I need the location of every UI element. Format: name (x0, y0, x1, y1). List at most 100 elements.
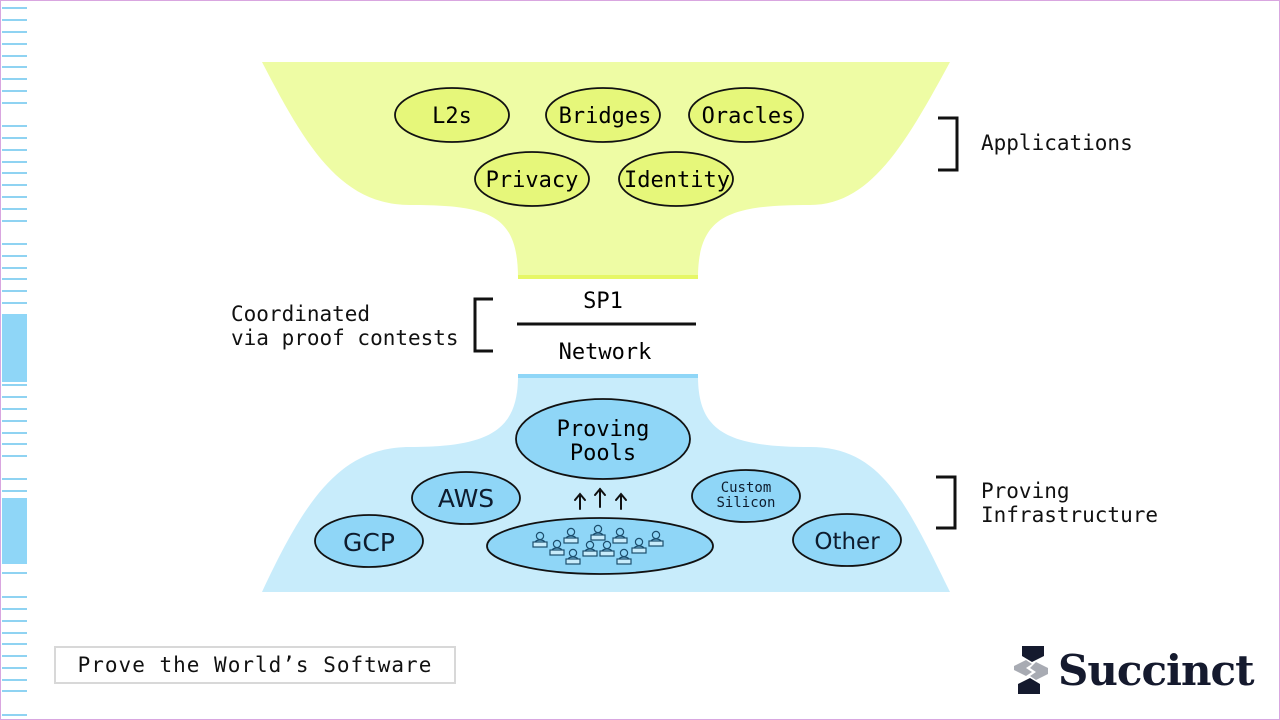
network-title-top: SP1 (583, 289, 623, 314)
app-node-oracles[interactable]: Oracles (688, 87, 804, 143)
ruler-highlight (2, 498, 27, 564)
ruler-tick (2, 643, 27, 645)
succinct-logo[interactable]: Succinct (1012, 644, 1254, 696)
ruler-tick (2, 267, 27, 269)
ruler-tick (2, 690, 27, 692)
prover-person-icon (648, 530, 664, 547)
app-node-l2s[interactable]: L2s (394, 87, 510, 143)
ruler-tick (2, 90, 27, 92)
prover-person-icon (582, 540, 598, 557)
side-ruler (2, 0, 28, 720)
network-title-bottom: Network (559, 340, 652, 365)
ruler-tick (2, 161, 27, 163)
app-node-label: Privacy (486, 168, 579, 193)
ruler-tick (2, 620, 27, 622)
infrastructure-label-1: Proving (981, 479, 1070, 503)
ruler-tick (2, 137, 27, 139)
app-node-identity[interactable]: Identity (618, 151, 734, 207)
ruler-tick (2, 31, 27, 33)
ruler-tick (2, 184, 27, 186)
infra-node-label: Other (814, 529, 880, 555)
ruler-tick (2, 102, 27, 104)
ruler-tick (2, 596, 27, 598)
network-bracket (473, 297, 493, 353)
infrastructure-bracket (936, 475, 957, 530)
ruler-tick (2, 125, 27, 127)
app-node-label: Oracles (702, 104, 795, 129)
app-node-label: Bridges (559, 104, 652, 129)
ruler-tick (2, 572, 27, 574)
ruler-tick (2, 655, 27, 657)
proving-pools-label-2: Pools (570, 441, 636, 466)
prover-person-icon (565, 548, 581, 565)
custom-silicon-label-1: Custom (721, 480, 772, 496)
ruler-tick (2, 420, 27, 422)
ruler-tick (2, 667, 27, 669)
applications-label: Applications (981, 131, 1133, 155)
ruler-tick (2, 714, 27, 716)
ruler-tick (2, 7, 27, 9)
proving-pools-label-1: Proving (557, 417, 650, 442)
ruler-tick (2, 478, 27, 480)
arrow-up-icon (574, 492, 586, 510)
ruler-tick (2, 19, 27, 21)
ruler-tick (2, 172, 27, 174)
ruler-tick (2, 679, 27, 681)
prover-person-icon (616, 548, 632, 565)
ruler-tick (2, 455, 27, 457)
app-node-label: Identity (624, 168, 730, 193)
infra-node-custom-silicon[interactable]: Custom Silicon (691, 469, 801, 523)
proving-pools-node[interactable]: Proving Pools (515, 398, 691, 480)
infra-node-gcp[interactable]: GCP (314, 514, 424, 568)
prover-person-icon (599, 540, 615, 557)
prover-person-icon (612, 527, 628, 544)
infra-node-other[interactable]: Other (792, 513, 902, 567)
tagline-text: Prove the World’s Software (77, 653, 433, 677)
infra-node-label: GCP (343, 528, 395, 557)
infrastructure-funnel (262, 376, 950, 592)
prover-crowd (532, 524, 664, 565)
ruler-tick (2, 149, 27, 151)
ruler-tick (2, 278, 27, 280)
prover-person-icon (631, 537, 647, 554)
ruler-tick (2, 220, 27, 222)
network-side-label-2: via proof contests (231, 326, 459, 350)
prover-person-icon (563, 527, 579, 544)
ruler-tick (2, 55, 27, 57)
ruler-tick (2, 432, 27, 434)
prover-person-icon (590, 524, 606, 541)
infra-node-aws[interactable]: AWS (411, 471, 521, 525)
prover-person-icon (549, 539, 565, 556)
provers-node[interactable] (486, 517, 714, 575)
ruler-tick (2, 208, 27, 210)
ruler-tick (2, 66, 27, 68)
custom-silicon-label-2: Silicon (716, 495, 775, 511)
ruler-highlight (2, 314, 27, 382)
succinct-logo-icon (1014, 646, 1048, 694)
prover-person-icon (532, 531, 548, 548)
ruler-tick (2, 196, 27, 198)
app-node-bridges[interactable]: Bridges (545, 87, 661, 143)
network-side-label-1: Coordinated (231, 302, 371, 326)
ruler-tick (2, 384, 27, 386)
arrow-up-icon (615, 492, 627, 510)
ruler-tick (2, 243, 27, 245)
arrow-up-icon (594, 487, 606, 508)
infra-node-label: AWS (438, 484, 494, 513)
applications-bracket (938, 116, 959, 172)
infrastructure-funnel-neck (518, 374, 698, 378)
ruler-tick (2, 608, 27, 610)
ruler-tick (2, 396, 27, 398)
ruler-tick (2, 290, 27, 292)
app-node-privacy[interactable]: Privacy (474, 151, 590, 207)
applications-funnel-neck (518, 275, 698, 279)
ruler-tick (2, 408, 27, 410)
infrastructure-label-2: Infrastructure (981, 503, 1159, 527)
app-node-label: L2s (432, 104, 472, 129)
ruler-tick (2, 78, 27, 80)
ruler-tick (2, 255, 27, 257)
ruler-tick (2, 43, 27, 45)
upward-arrows (574, 487, 627, 510)
ruler-tick (2, 302, 27, 304)
